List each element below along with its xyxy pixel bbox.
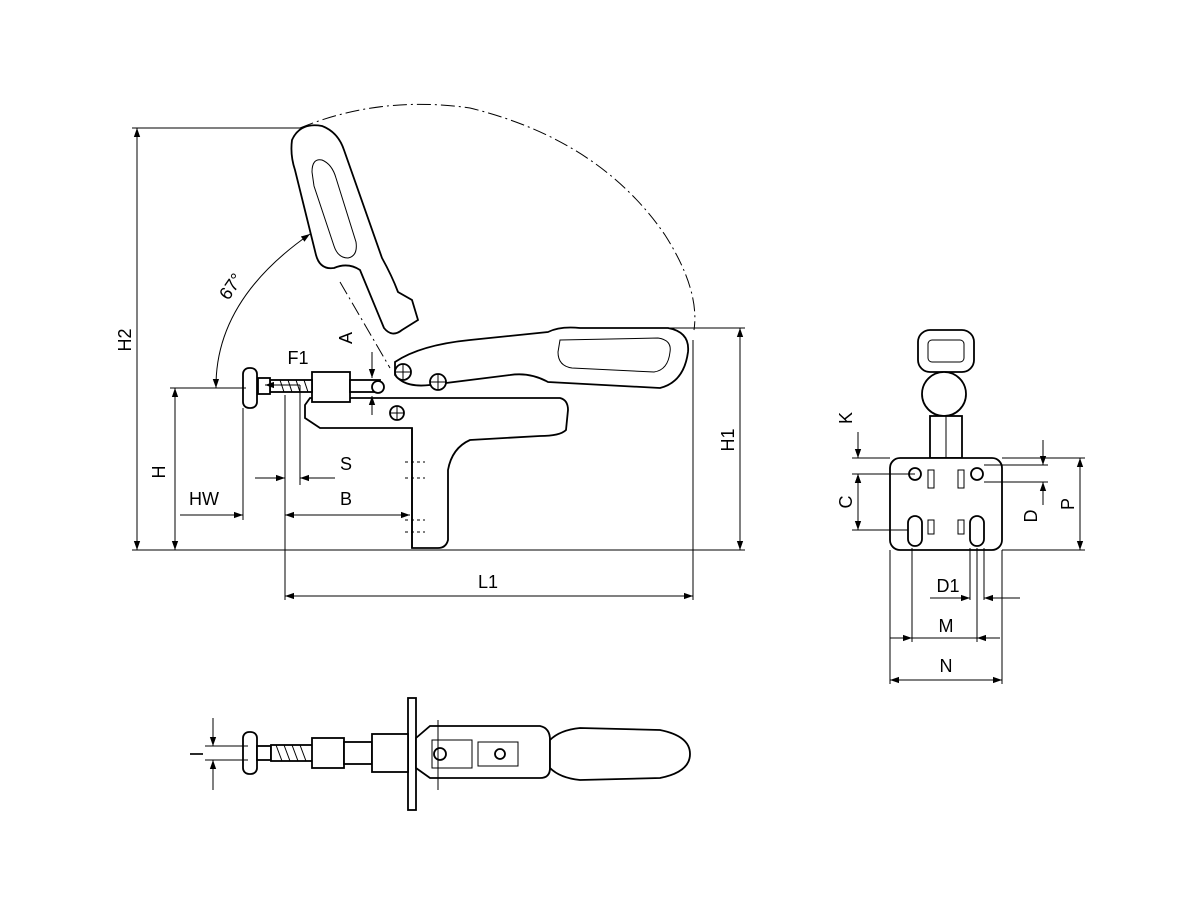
label-H: H — [149, 466, 169, 479]
label-A: A — [336, 332, 356, 344]
label-N: N — [940, 656, 953, 676]
plunger-housing — [311, 371, 351, 403]
clamp-base — [304, 397, 569, 549]
top-view: I — [187, 697, 691, 811]
handle-open-link — [339, 281, 391, 369]
label-K: K — [836, 412, 856, 424]
label-D: D — [1021, 510, 1041, 523]
label-M: M — [939, 616, 954, 636]
front-handle — [917, 329, 975, 373]
side-view: H2 H H1 HW B S L1 A F1 67° — [115, 103, 745, 600]
top-base-flange — [407, 697, 417, 811]
hole-2 — [970, 467, 984, 481]
label-C: C — [836, 496, 856, 509]
front-pad — [921, 371, 967, 417]
label-H2: H2 — [115, 328, 135, 351]
label-H1: H1 — [718, 428, 738, 451]
label-F1: F1 — [287, 348, 308, 368]
label-P: P — [1058, 498, 1078, 510]
label-HW: HW — [189, 489, 219, 509]
top-handle — [549, 727, 691, 781]
handle-open-grip — [311, 159, 357, 259]
label-D1: D1 — [936, 576, 959, 596]
handle-open — [290, 124, 420, 335]
label-S: S — [340, 454, 352, 474]
top-housing — [311, 737, 345, 769]
label-I: I — [187, 751, 207, 756]
top-pad — [242, 731, 258, 775]
handle-closed-grip — [557, 337, 671, 373]
spindle-nut — [257, 377, 271, 395]
label-angle: 67° — [215, 270, 247, 304]
front-base-plate — [889, 457, 1003, 551]
angle-arc — [212, 233, 311, 389]
handle-swing-arc — [299, 103, 696, 331]
front-view: K C D P D1 M N — [836, 329, 1085, 684]
slot-1 — [907, 515, 923, 547]
label-B: B — [340, 489, 352, 509]
slot-2 — [969, 515, 985, 547]
label-L1: L1 — [478, 572, 498, 592]
